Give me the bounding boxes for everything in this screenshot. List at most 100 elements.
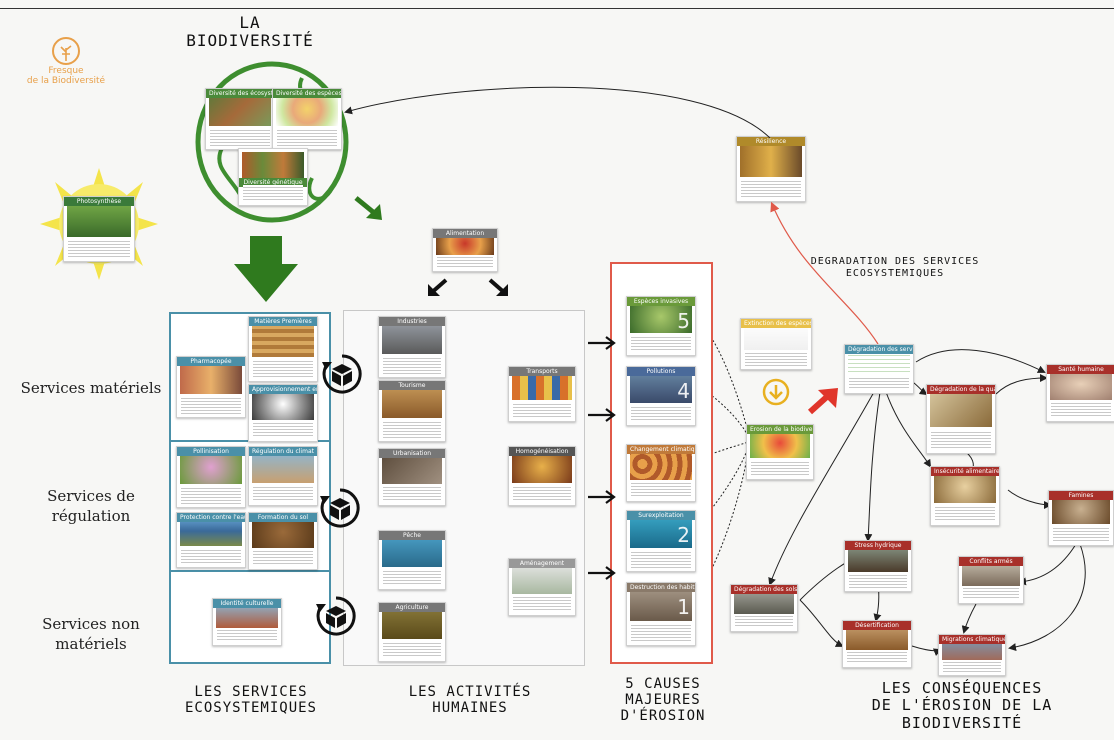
card-title: Santé humaine [1047,365,1114,374]
title-activites-line2: HUMAINES [432,700,508,717]
cause-number-5: 5 [677,309,690,333]
row-label-non-materiels-line2: matériels [55,635,127,654]
red-diagonal-arrow-icon [807,388,838,415]
logo-line1: Fresque [48,66,84,76]
card-title: Désertification [843,621,911,630]
cause-number-4: 4 [677,379,690,403]
card-text-lines [745,351,807,366]
card-conflits: Conflits armés [958,556,1024,604]
card-title: Diversité des écosystèmes [206,89,274,98]
row-label-regulation-line2: régulation [51,507,131,526]
arrow-right-icon-1 [588,336,616,350]
card-text-lines [383,485,441,502]
card-title: Pharmacopée [177,357,245,366]
card-diversite-genetique: Diversité génétique [238,148,308,206]
card-text-lines [849,375,909,390]
title-causes: 5 CAUSES MAJEURES D'ÉROSION [598,676,728,724]
card-cause-1: Destruction des habitats 1 [626,582,696,646]
card-title: Insécurité alimentaire [931,467,999,476]
row-label-materiels: Services matériels [16,378,166,398]
card-title: Urbanisation [379,449,445,458]
card-text-lines [1051,401,1111,418]
cycle-box-icon-3 [316,596,356,636]
corner-arrow-left-icon [428,278,448,296]
card-urbanisation: Urbanisation [378,448,446,506]
card-identite-culturelle: Identité culturelle [212,598,282,646]
row-label-regulation: Services de régulation [16,486,166,527]
card-title: Résilience [737,137,805,146]
card-qualite-eau: Dégradation de la qualité de l'eau [926,384,996,454]
card-title: Dégradation des services [845,345,913,354]
card-image [67,200,131,237]
card-peche: Pêche [378,530,446,590]
card-text-lines [1053,525,1109,542]
card-title: Surexploitation [627,511,695,520]
card-title: Migrations climatiques [939,635,1005,644]
card-title: Industries [379,317,445,326]
card-text-lines [847,650,907,664]
title-consequences-line1: LES CONSÉQUENCES [881,679,1043,697]
card-title: Stress hydrique [845,541,911,550]
degradation-label-line1: DEGRADATION DES SERVICES [810,256,980,267]
card-title: Homogénéisation [509,447,575,456]
title-services-line2: ECOSYSTEMIQUES [184,700,317,717]
card-regulation-climat: Régulation du climat [248,446,318,506]
title-causes-line2: MAJEURES [625,692,701,709]
card-text-lines [243,185,303,202]
card-cause-4: Pollutions 4 [626,366,696,426]
card-cause-5: Espèces invasives 5 [626,296,696,356]
card-text-lines [513,484,571,502]
row-label-non-materiels-line1: Services non [42,615,140,633]
card-industries: Industries [378,316,446,378]
top-rule [0,8,1114,9]
title-biodiversite: LA BIODIVERSITÉ [185,13,315,51]
card-text-lines [931,429,991,450]
card-text-lines [631,481,691,498]
card-text-lines [631,404,691,422]
card-title: Pêche [379,531,445,540]
card-image [930,388,992,428]
card-stress-hydrique: Stress hydrique [844,540,912,592]
card-text-lines [383,568,441,586]
row-label-non-materiels: Services non matériels [16,614,166,655]
card-agriculture: Agriculture [378,602,446,662]
card-text-lines [217,628,277,642]
title-causes-line3: D'ÉROSION [620,708,706,725]
card-title: Diversité génétique [239,178,307,188]
cause-number-1: 1 [677,595,690,619]
card-text-lines [963,586,1019,600]
card-diversite-ecosystemes: Diversité des écosystèmes [205,88,275,150]
card-title: Protection contre l'eau [177,513,245,522]
degradation-label: DEGRADATION DES SERVICES ECOSYSTEMIQUES [790,256,1000,279]
arrow-right-icon-3 [588,490,616,504]
card-title: Dégradation de la qualité de l'eau [927,385,995,394]
row-label-regulation-line1: Services de [47,487,135,505]
title-consequences-line3: BIODIVERSITÉ [901,713,1023,732]
card-title: Matières Premières [249,317,317,326]
card-title: Extinction des espèces [741,319,811,328]
card-cause-3: Changement climatique [626,444,696,502]
card-text-lines [383,420,441,438]
corner-arrow-right-icon [488,278,508,296]
card-title: Formation du sol [249,513,317,522]
title-activites-line1: LES ACTIVITÉS [408,684,532,700]
card-sante: Santé humaine [1046,364,1114,422]
card-image [740,140,802,177]
card-formation-sol: Formation du sol [248,512,318,570]
card-matieres-premieres: Matières Premières [248,316,318,382]
card-pollinisation: Pollinisation [176,446,246,508]
title-biodiversite-line1: LA [239,13,261,32]
card-title: Erosion de la biodiversité [747,425,813,434]
card-text-lines [849,573,907,588]
card-text-lines [68,238,130,258]
cycle-box-icon-2 [320,488,360,528]
card-text-lines [383,640,441,658]
card-text-lines [741,178,801,198]
card-securite-alimentaire: Insécurité alimentaire [930,466,1000,526]
degradation-label-line2: ECOSYSTEMIQUES [845,267,945,279]
card-title: Régulation du climat [249,447,317,456]
tree-logo-icon [52,37,80,65]
card-text-lines [181,547,241,564]
title-services-line1: LES SERVICES [194,684,308,700]
title-causes-line1: 5 CAUSES [625,676,701,692]
